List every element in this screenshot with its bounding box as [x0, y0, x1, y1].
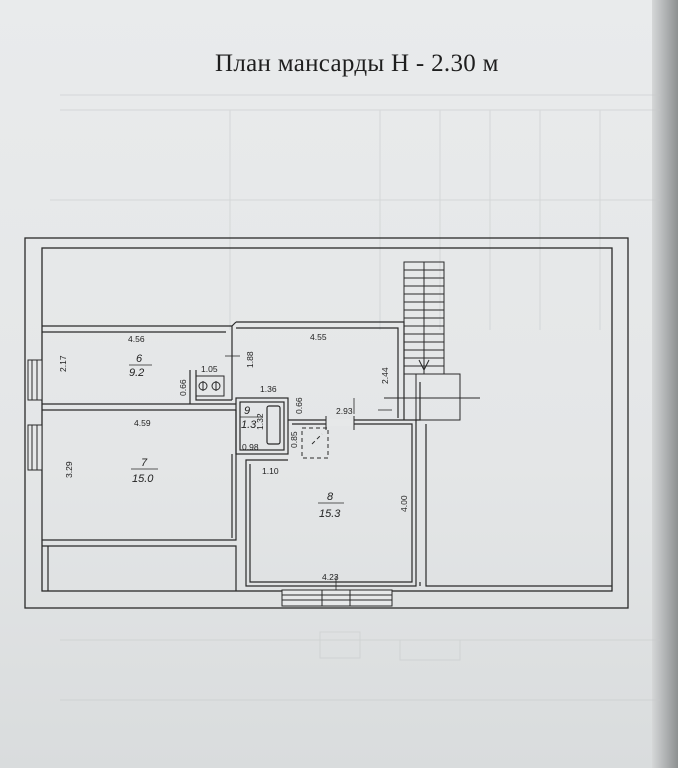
dim-hall-height: 2.44 — [380, 367, 390, 384]
dimension-labels: 4.56 2.17 1.05 0.66 1.88 4.55 2.44 1.36 … — [58, 332, 409, 582]
bottom-window — [281, 589, 393, 607]
room-6-area: 9.2 — [129, 367, 144, 379]
room-8-area: 15.3 — [319, 508, 341, 520]
room-7-number: 7 — [141, 457, 148, 469]
dim-hall-width: 4.55 — [310, 332, 327, 342]
dim-r8-top: 2.93 — [336, 406, 353, 416]
room-6-number: 6 — [136, 353, 143, 365]
room-9-area: 1.3 — [241, 419, 257, 431]
dim-r6-width: 4.56 — [128, 334, 145, 344]
dim-r6-step: 1.05 — [201, 364, 218, 374]
dim-bath-height: 1.32 — [255, 413, 265, 430]
dim-r7-width: 4.59 — [134, 418, 151, 428]
dimension-marks — [225, 355, 392, 590]
dim-bath-bottom: 0.98 — [242, 442, 259, 452]
left-windows — [27, 359, 43, 471]
dim-bath-wall: 0.66 — [294, 397, 304, 414]
dim-bath-width: 1.36 — [260, 384, 277, 394]
room-7-area: 15.0 — [132, 473, 154, 485]
room-labels: 6 9.2 7 15.0 8 15.3 9 1.3 — [129, 353, 344, 520]
room-9-number: 9 — [244, 405, 250, 417]
room8-niche — [301, 427, 329, 459]
staircase — [384, 261, 480, 421]
dim-r8-bottom: 4.23 — [322, 572, 339, 582]
kitchen-fixtures — [195, 375, 225, 397]
page-title: План мансарды Н - 2.30 м — [215, 50, 499, 77]
dim-r7-height: 3.29 — [64, 461, 74, 478]
dim-r6-wall: 0.66 — [178, 379, 188, 396]
dim-r8-offset: 1.10 — [262, 466, 279, 476]
dim-r8-niche: 0.85 — [289, 431, 299, 448]
interior-walls — [42, 321, 612, 591]
dim-r6-height: 2.17 — [58, 355, 68, 372]
room-8-number: 8 — [327, 491, 334, 503]
dim-hall-post: 1.88 — [245, 351, 255, 368]
show-through-background — [50, 94, 660, 701]
door-openings — [325, 416, 355, 430]
dim-r8-height: 4.00 — [399, 495, 409, 512]
